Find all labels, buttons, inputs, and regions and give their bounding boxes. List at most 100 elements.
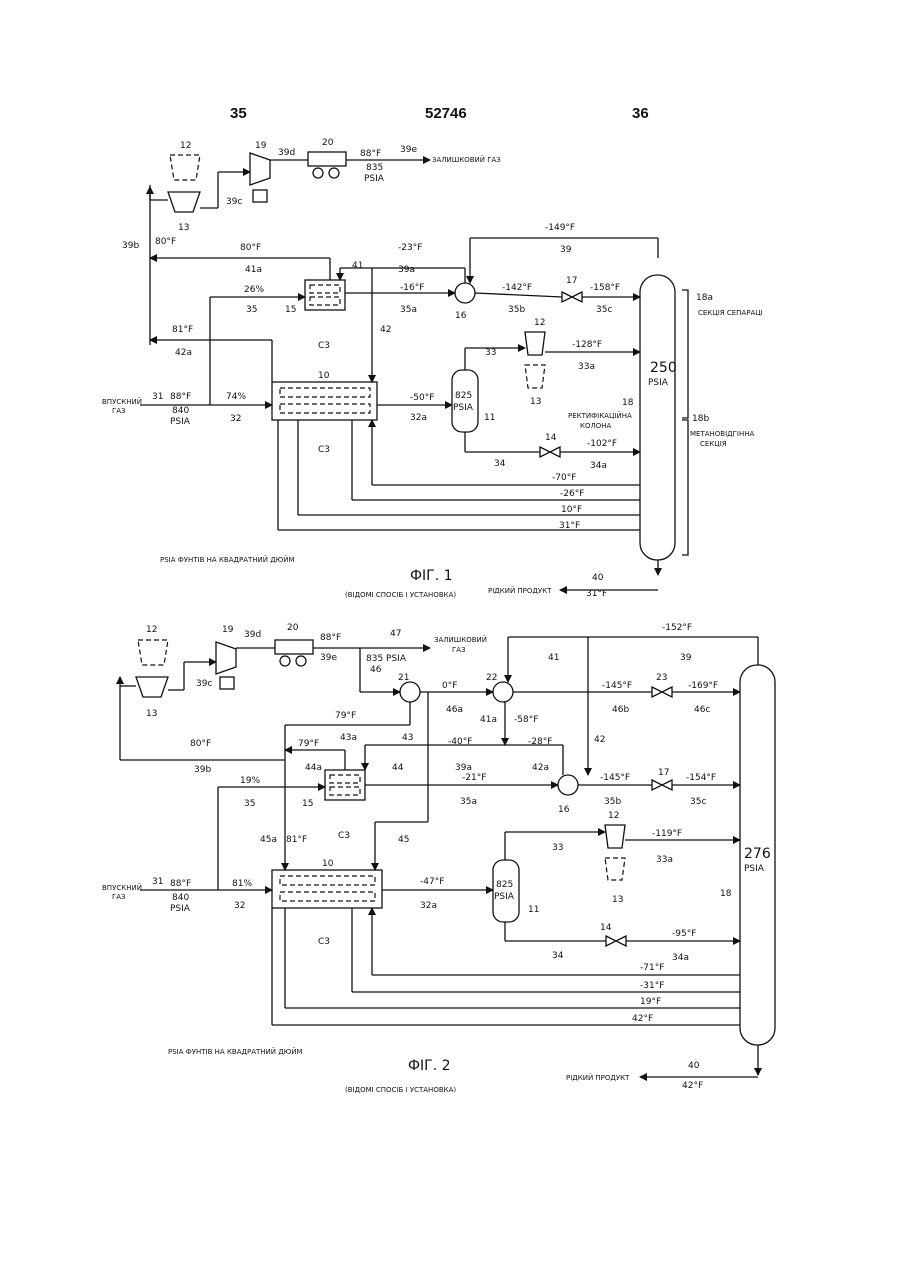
- fig2-stream-label: 43a: [340, 733, 357, 743]
- valve-14: [540, 447, 560, 457]
- fig1-stream-label: 39d: [278, 148, 295, 158]
- fig1-stream-label: 35: [246, 305, 257, 315]
- section-demethanizer: МЕТАНОВІДГІННА: [690, 430, 754, 438]
- residue-temp-fig2: 88°F: [320, 633, 341, 643]
- residue-pressure: 835: [366, 163, 383, 173]
- fig1-stream-label: 42a: [175, 348, 192, 358]
- fig2-stream-label: -95°F: [672, 929, 696, 939]
- valve-23: [652, 687, 672, 697]
- column-pressure-unit-2: PSIA: [744, 864, 765, 874]
- fig1-stream-label: 35c: [596, 305, 612, 315]
- fig2-stream-label: 46c: [694, 705, 710, 715]
- fig1-stream-label: 12: [180, 141, 191, 151]
- fig2-stream-label: 21: [398, 673, 409, 683]
- fig2-stream-label: -28°F: [528, 737, 552, 747]
- fig1-stream-label: 80°F: [155, 237, 176, 247]
- figure-caption-fig2: ФІГ. 2: [408, 1058, 451, 1074]
- c3-label-3: C3: [338, 831, 350, 841]
- product-temp: 31°F: [586, 589, 607, 599]
- fig1-stream-label: 18a: [696, 293, 713, 303]
- split-side: 26%: [244, 285, 264, 295]
- fig2-stream-label: 35b: [604, 797, 621, 807]
- product-stream: 40: [592, 573, 604, 583]
- fig2-stream-label: 34: [552, 951, 564, 961]
- fig1-stream-label: 18: [622, 398, 634, 408]
- fig2-stream-label: 39d: [244, 630, 261, 640]
- fig1-stream-label: 33a: [578, 362, 595, 372]
- fig2-stream-label: 79°F: [298, 739, 319, 749]
- fig1-stream-label: 35b: [508, 305, 525, 315]
- fig1-stream-label: -50°F: [410, 393, 434, 403]
- fig2-stream-label: 32a: [420, 901, 437, 911]
- fig1-stream-label: 11: [484, 413, 495, 423]
- split-main: 74%: [226, 392, 246, 402]
- cooler-20-fig2: [275, 640, 313, 654]
- fig1-stream-label: -142°F: [502, 283, 532, 293]
- fig1-stream-label: -158°F: [590, 283, 620, 293]
- fig2-stream-label: 44: [392, 763, 404, 773]
- inlet-pressure-unit: PSIA: [170, 417, 191, 427]
- fig1-stream-label: 42: [380, 325, 391, 335]
- residue-label-2-fig2: ГАЗ: [452, 646, 466, 654]
- fig2-stream-label: 35c: [690, 797, 706, 807]
- column-pressure-unit: PSIA: [648, 378, 669, 388]
- fig2-stream-label: -58°F: [514, 715, 538, 725]
- compressor-13-fig2: [136, 677, 168, 697]
- fig2-stream-label: 39b: [194, 765, 211, 775]
- figure-subcaption-fig2: (ВІДОМІ СПОСІБ І УСТАНОВКА): [345, 1086, 456, 1094]
- inlet-label-2-fig2: ГАЗ: [112, 893, 126, 901]
- fig2-stream-label: 12: [146, 625, 157, 635]
- column-pressure-2: 276: [744, 846, 771, 862]
- fig1-stream-label: 13: [530, 397, 541, 407]
- fig2-stream-label: 46b: [612, 705, 629, 715]
- column-pressure: 250: [650, 360, 677, 376]
- fig1-stream-label: 10°F: [561, 505, 582, 515]
- inlet-stream: 31: [152, 392, 163, 402]
- fig2-stream-label: 16: [558, 805, 570, 815]
- compressor-13: [168, 192, 200, 212]
- figure-subcaption: (ВІДОМІ СПОСІБ І УСТАНОВКА): [345, 591, 456, 599]
- fig2-stream-label: 35: [244, 799, 255, 809]
- fig2-stream-label: 42°F: [632, 1014, 653, 1024]
- fig1-stream-label: 19: [255, 141, 267, 151]
- fig1-stream-label: 15: [285, 305, 296, 315]
- fig2-stream-label: 19°F: [640, 997, 661, 1007]
- fig1-stream-label: -149°F: [545, 223, 575, 233]
- fig1-stream-label: 39b: [122, 241, 139, 251]
- figure-1: 250 PSIA РЕКТИФІКАЦІЙНА КОЛОНА СЕКЦІЯ СЕ…: [102, 138, 763, 599]
- column-name-2: КОЛОНА: [580, 422, 612, 430]
- separator-pressure-unit: PSIA: [453, 403, 474, 413]
- product-temp-fig2: 42°F: [682, 1081, 703, 1091]
- fig1-stream-label: 34a: [590, 461, 607, 471]
- product-label-fig2: РІДКИЙ ПРОДУКТ: [566, 1073, 630, 1082]
- valve-14-fig2: [606, 936, 626, 946]
- fig2-stream-label: 46a: [446, 705, 463, 715]
- fig2-stream-label: -145°F: [602, 681, 632, 691]
- fig1-stream-label: 17: [566, 276, 577, 286]
- product-stream-fig2: 40: [688, 1061, 700, 1071]
- figure-2: 276 PSIA C3 C3 825 PSIA: [102, 623, 775, 1094]
- inlet-pressure-fig2: 840: [172, 893, 189, 903]
- fig2-stream-label: 22: [486, 673, 497, 683]
- fig2-stream-label: 41a: [480, 715, 497, 725]
- fig1-stream-label: 39c: [226, 197, 242, 207]
- fig1-stream-label: 32a: [410, 413, 427, 423]
- inlet-temp-fig2: 88°F: [170, 879, 191, 889]
- inlet-temp: 88°F: [170, 392, 191, 402]
- fig2-stream-label: 39: [680, 653, 692, 663]
- fig2-stream-label: -169°F: [688, 681, 718, 691]
- fig2-stream-label: 20: [287, 623, 299, 633]
- fig2-stream-label: 43: [402, 733, 413, 743]
- fig2-stream-label: -71°F: [640, 963, 664, 973]
- fig1-stream-label: 31°F: [559, 521, 580, 531]
- fig2-stream-label: 81°F: [286, 835, 307, 845]
- legend: PSIA ФУНТІВ НА КВАДРАТНИЙ ДЮЙМ: [160, 555, 295, 564]
- fig2-stream-label: 32: [234, 901, 245, 911]
- expander-outline-12: [170, 155, 200, 180]
- fig1-stream-label: 34: [494, 459, 506, 469]
- fig2-stream-label: 18: [720, 889, 732, 899]
- exchanger-16: [455, 283, 475, 303]
- fig2-stream-label: 80°F: [190, 739, 211, 749]
- fig1-stream-label: 39: [560, 245, 572, 255]
